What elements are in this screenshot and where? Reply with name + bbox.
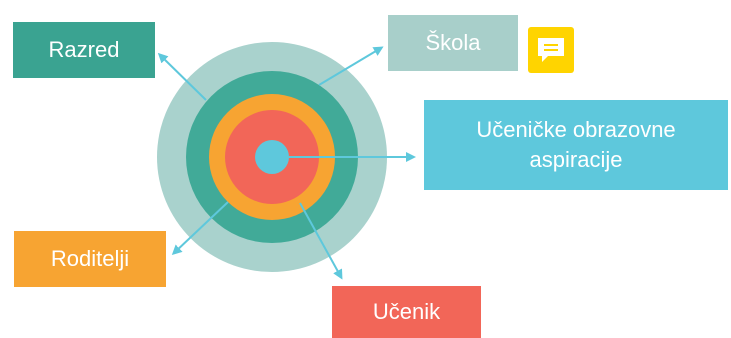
note-line-1	[544, 44, 558, 46]
ucenicke-label-line1: Učeničke obrazovne	[476, 117, 676, 142]
ucenicke-aspiracije-box: Učeničke obrazovne aspiracije	[424, 100, 728, 190]
comment-note-glyph	[538, 38, 564, 62]
razred-box: Razred	[13, 22, 155, 78]
ucenik-box: Učenik	[332, 286, 481, 338]
note-line-2	[544, 49, 558, 51]
arrow-to-razred	[157, 52, 207, 101]
razred-label: Razred	[48, 37, 120, 62]
arrow-to-skola	[318, 46, 384, 86]
skola-box: Škola	[388, 15, 518, 71]
roditelji-box: Roditelji	[14, 231, 166, 287]
skola-label: Škola	[425, 30, 481, 55]
arrow-to-roditelji	[171, 201, 229, 256]
comment-note-icon[interactable]	[528, 27, 574, 73]
arrow-to-ucenik	[299, 202, 343, 280]
roditelji-label: Roditelji	[50, 246, 130, 271]
ucenicke-label-line2: aspiracije	[529, 147, 623, 172]
center-dot	[255, 140, 289, 174]
ucenik-label: Učenik	[372, 299, 441, 324]
